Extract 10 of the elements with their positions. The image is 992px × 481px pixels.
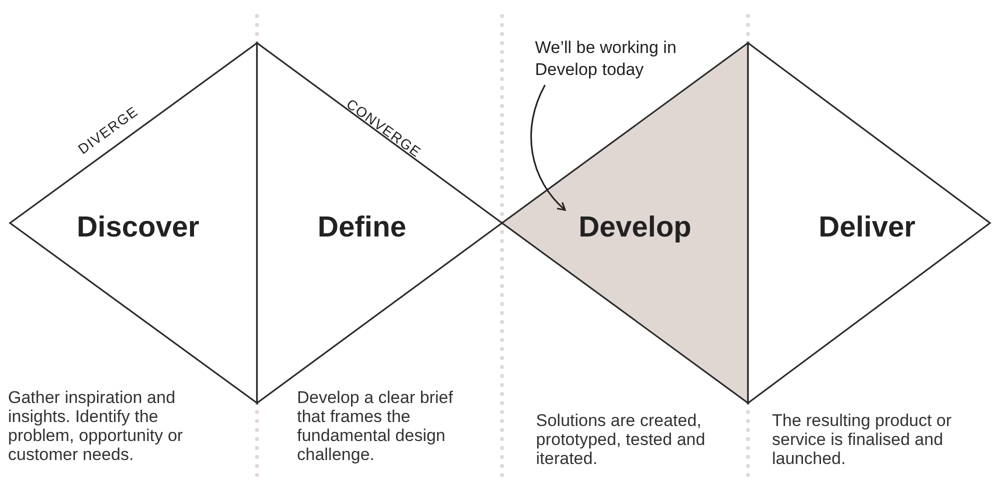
description-text: The resulting product or service is finalised and launched. xyxy=(772,411,953,468)
description-text: Develop a clear brief that frames the fundamental design challenge. xyxy=(297,388,454,464)
phase-title: Deliver xyxy=(818,212,916,244)
description-text: Gather inspiration and insights. Identify the problem, opportunity or customer needs. xyxy=(8,388,184,464)
phase-title: Define xyxy=(318,212,406,244)
description-text: Solutions are created, prototyped, tested and iterated. xyxy=(536,411,706,468)
note-text: We’ll be working in Develop today xyxy=(535,37,715,81)
phase-title: Discover xyxy=(76,212,200,244)
curved-arrow xyxy=(530,84,566,211)
phase-title: Develop xyxy=(578,212,692,244)
